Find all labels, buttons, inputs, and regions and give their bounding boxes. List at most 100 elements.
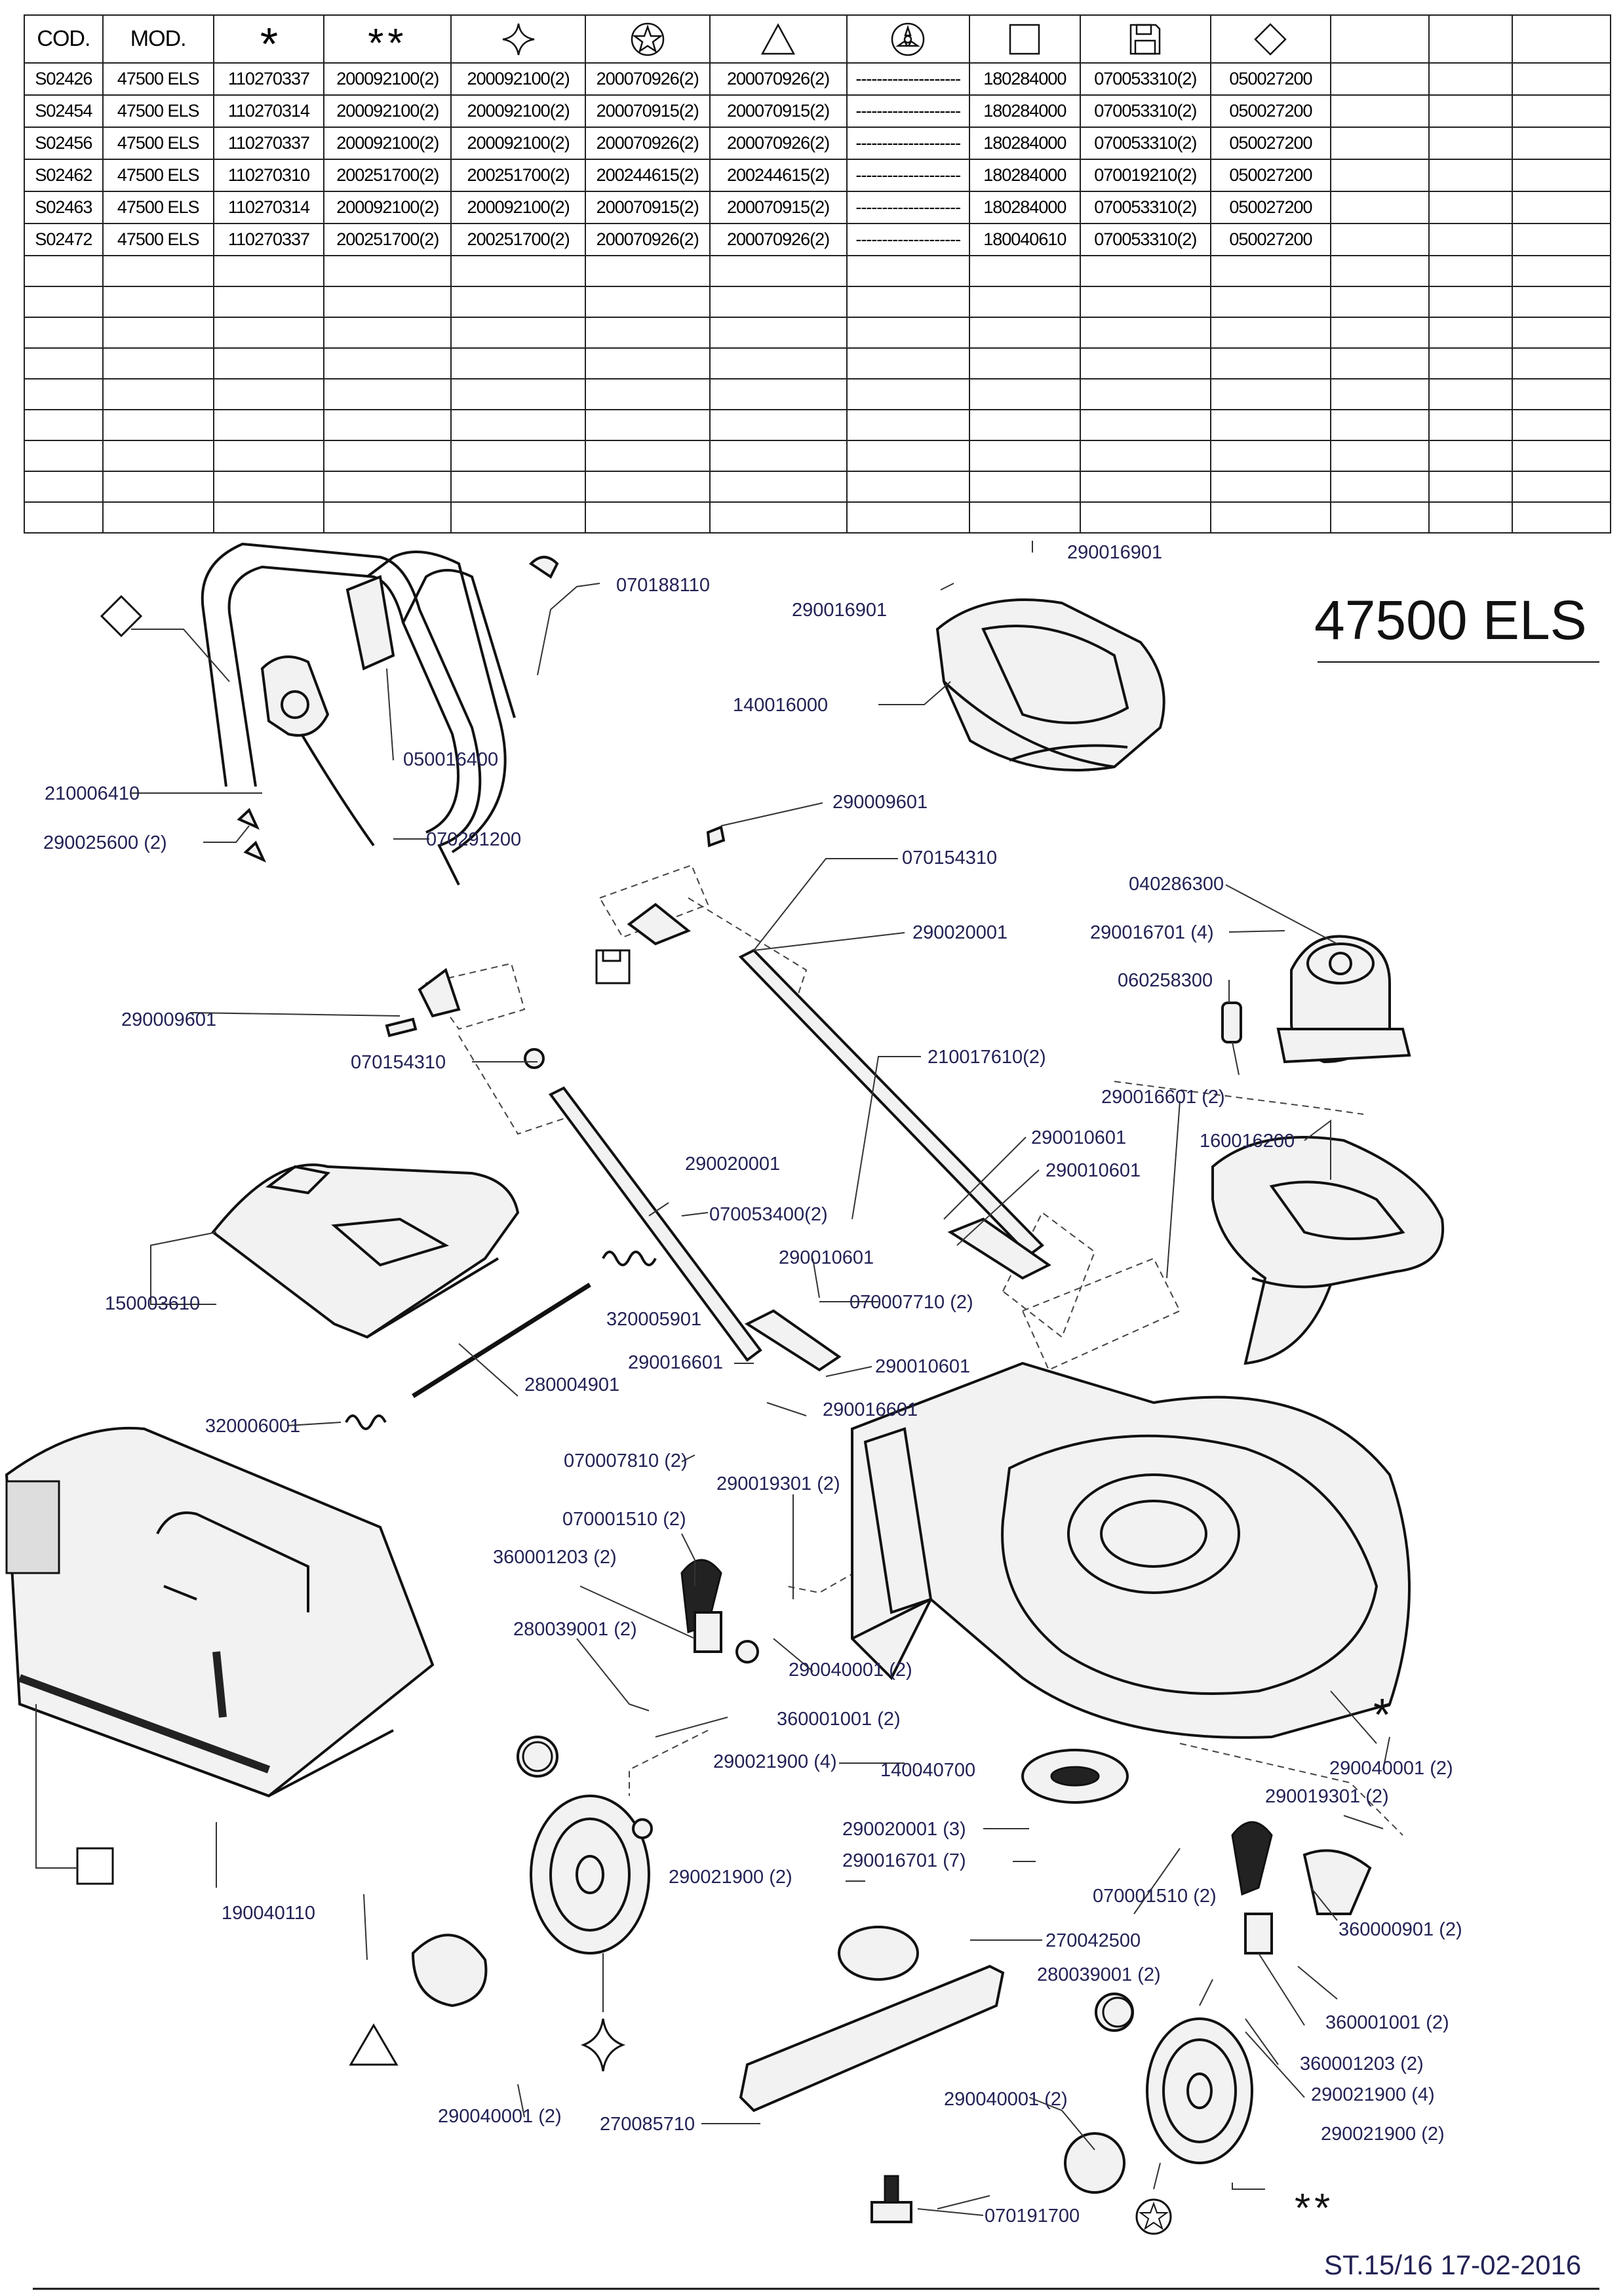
table-cell-empty (1210, 347, 1331, 380)
table-cell: 200070915(2) (585, 94, 711, 128)
table-cell-empty (450, 347, 586, 380)
table-row-empty (24, 286, 1612, 319)
table-cell-empty (1511, 223, 1612, 257)
table-cell-empty (212, 255, 325, 288)
table-cell-empty (24, 470, 104, 503)
part-label: 290020001 (912, 922, 1007, 943)
table-cell: 200070926(2) (709, 62, 848, 96)
motor (1221, 935, 1411, 1076)
table-cell-empty (323, 255, 452, 288)
col-header-cod: COD. (24, 14, 104, 64)
table-cell-empty (212, 470, 325, 503)
table-cell-empty (450, 470, 586, 503)
table-cell-empty (1329, 223, 1430, 257)
part-label: 290040001 (2) (789, 1660, 912, 1681)
part-label: 050016400 (403, 749, 498, 770)
table-cell-empty (1428, 378, 1513, 411)
table-cell: -------------------- (846, 159, 970, 193)
table-cell: 050027200 (1210, 159, 1331, 193)
table-cell-empty (1329, 470, 1430, 503)
handle-fasteners (237, 556, 726, 1069)
part-label: 190040110 (222, 1903, 315, 1924)
table-cell-empty (968, 501, 1081, 534)
part-label: 290009601 (832, 792, 928, 813)
table-cell: 110270314 (212, 191, 325, 225)
part-label: 360001001 (2) (777, 1709, 901, 1730)
part-label: 320006001 (205, 1416, 300, 1437)
table-cell: -------------------- (846, 191, 970, 225)
table-cell: 200070915(2) (709, 94, 848, 128)
double-star-marker: ** (1295, 2186, 1334, 2231)
table-cell: -------------------- (846, 223, 970, 257)
table-cell: 180284000 (968, 159, 1081, 193)
table-cell-empty (1428, 409, 1513, 442)
table-cell: 47500 ELS (102, 62, 214, 96)
table-cell-empty (846, 470, 970, 503)
table-cell: 070053310(2) (1079, 223, 1212, 257)
table-cell-empty (1079, 317, 1212, 349)
table-cell-empty (212, 378, 325, 411)
part-label: 290016901 (1067, 542, 1162, 563)
table-cell: S02456 (24, 126, 104, 161)
table-cell-empty (1329, 191, 1430, 225)
table-cell-empty (585, 255, 711, 288)
part-label: 060258300 (1118, 970, 1213, 991)
table-cell-empty (585, 440, 711, 472)
table-cell-empty (1511, 440, 1612, 472)
four-point-star-icon (502, 23, 534, 55)
table-cell-empty (1079, 347, 1212, 380)
part-label: 290016701 (7) (842, 1850, 966, 1871)
table-cell: 110270314 (212, 94, 325, 128)
table-cell: S02463 (24, 191, 104, 225)
part-label: 140016000 (733, 695, 828, 716)
table-cell: S02426 (24, 62, 104, 96)
table-cell-empty (846, 347, 970, 380)
table-cell-empty (212, 347, 325, 380)
part-label: 290016701 (4) (1090, 922, 1214, 943)
table-cell: 180284000 (968, 62, 1081, 96)
part-label: 150003610 (105, 1293, 200, 1314)
table-cell-empty (102, 501, 214, 534)
table-cell-empty (1428, 159, 1513, 193)
engine-cover (935, 598, 1165, 771)
table-cell: 050027200 (1210, 62, 1331, 96)
floppy-disk-icon (1130, 24, 1161, 54)
part-label: 070007810 (2) (564, 1450, 688, 1471)
table-cell-empty (846, 440, 970, 472)
table-cell-empty (1511, 347, 1612, 380)
table-cell-empty (24, 255, 104, 288)
table-row-empty (24, 409, 1612, 442)
table-cell-empty (1079, 286, 1212, 319)
table-cell: 47500 ELS (102, 126, 214, 161)
table-cell-empty (1428, 501, 1513, 534)
part-label: 270085710 (600, 2114, 695, 2135)
table-cell: 180284000 (968, 94, 1081, 128)
table-cell-empty (24, 286, 104, 319)
table-cell-empty (1329, 409, 1430, 442)
table-cell-empty (1428, 255, 1513, 288)
table-cell-empty (323, 347, 452, 380)
table-header-row: COD. MOD. * ** (24, 14, 1612, 64)
table-row-empty (24, 378, 1612, 411)
part-label: 290021900 (4) (1311, 2084, 1435, 2105)
table-cell-empty (450, 409, 586, 442)
table-cell: 070053310(2) (1079, 62, 1212, 96)
table-cell-empty (1511, 286, 1612, 319)
table-cell: 200251700(2) (450, 159, 586, 193)
col-header-empty-2 (1428, 14, 1513, 64)
square-icon (76, 1847, 114, 1885)
star-in-circle-star (1139, 2202, 1169, 2230)
part-label: 290010601 (1046, 1160, 1141, 1181)
table-cell-empty (1210, 255, 1331, 288)
part-label: 360000901 (2) (1339, 1919, 1462, 1940)
footer-date: ST.15/16 17-02-2016 (1324, 2249, 1581, 2280)
part-label: 290040001 (2) (944, 2089, 1068, 2110)
table-cell: 180284000 (968, 126, 1081, 161)
floppy-disk-shutter (602, 949, 621, 962)
table-cell-empty (1428, 223, 1513, 257)
table-cell-empty (1428, 126, 1513, 161)
table-cell-empty (323, 409, 452, 442)
